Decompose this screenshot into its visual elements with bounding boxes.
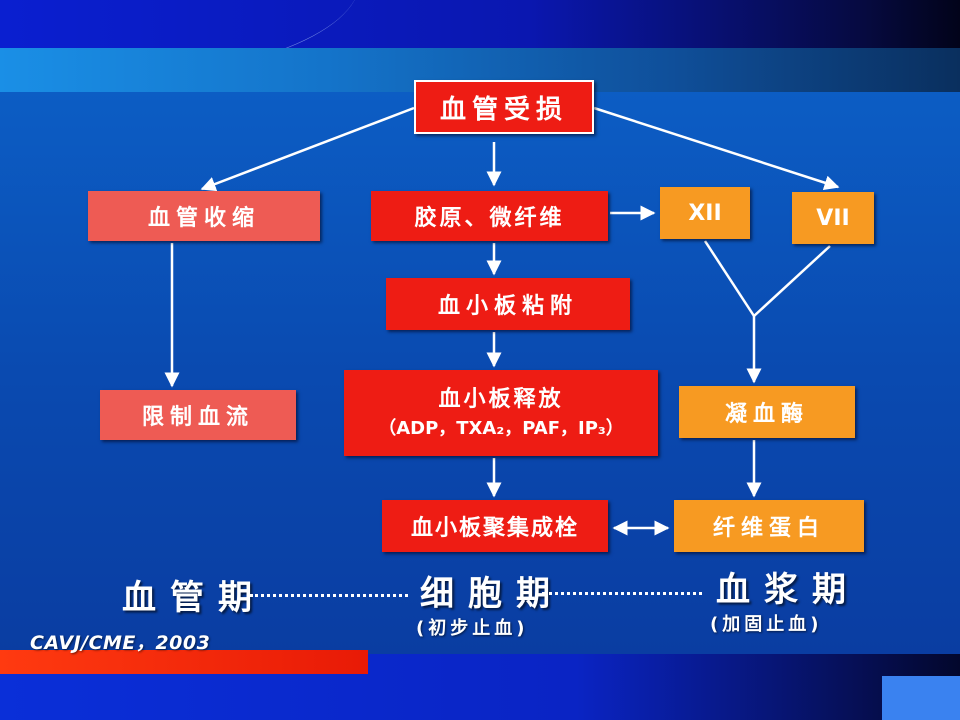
node-collagen-microfiber: 胶原、微纤维 — [371, 191, 608, 241]
source-credit: CAVJ/CME，2003 — [30, 632, 211, 654]
footer-corner-block — [882, 676, 960, 720]
phase-cellular: 细胞期 — [420, 574, 564, 614]
phase-plasma-note: (加固止血) — [710, 614, 823, 635]
arrow-injury-to-vii — [593, 106, 840, 190]
node-platelet-aggregation: 血小板聚集成栓 — [382, 500, 608, 552]
node-platelet-release-title: 血小板释放 — [438, 387, 564, 412]
line-vii-to-merge — [753, 245, 831, 317]
node-factor-xii: XII — [660, 187, 750, 239]
node-platelet-release: 血小板释放 （ADP，TXA₂，PAF，IP₃） — [344, 370, 658, 456]
phase-divider-dots — [542, 592, 702, 595]
node-factor-vii: VII — [792, 192, 874, 244]
node-restrict-blood-flow: 限制血流 — [100, 390, 296, 440]
node-platelet-adhesion: 血小板粘附 — [386, 278, 630, 330]
arrow-injury-to-vasoconstriction — [200, 106, 415, 192]
line-xii-to-merge — [703, 240, 756, 317]
phase-vascular: 血管期 — [122, 578, 266, 618]
node-vascular-injury: 血管受损 — [414, 80, 594, 134]
phase-cellular-note: (初步止血) — [416, 618, 529, 639]
footer-red-bar — [0, 650, 368, 674]
node-vasoconstriction: 血管收缩 — [88, 191, 320, 241]
node-fibrin: 纤维蛋白 — [674, 500, 864, 552]
phase-plasma: 血浆期 — [716, 570, 860, 610]
phase-divider-dots — [250, 594, 408, 597]
node-thrombin: 凝血酶 — [679, 386, 855, 438]
node-platelet-release-mediators: （ADP，TXA₂，PAF，IP₃） — [378, 417, 624, 439]
